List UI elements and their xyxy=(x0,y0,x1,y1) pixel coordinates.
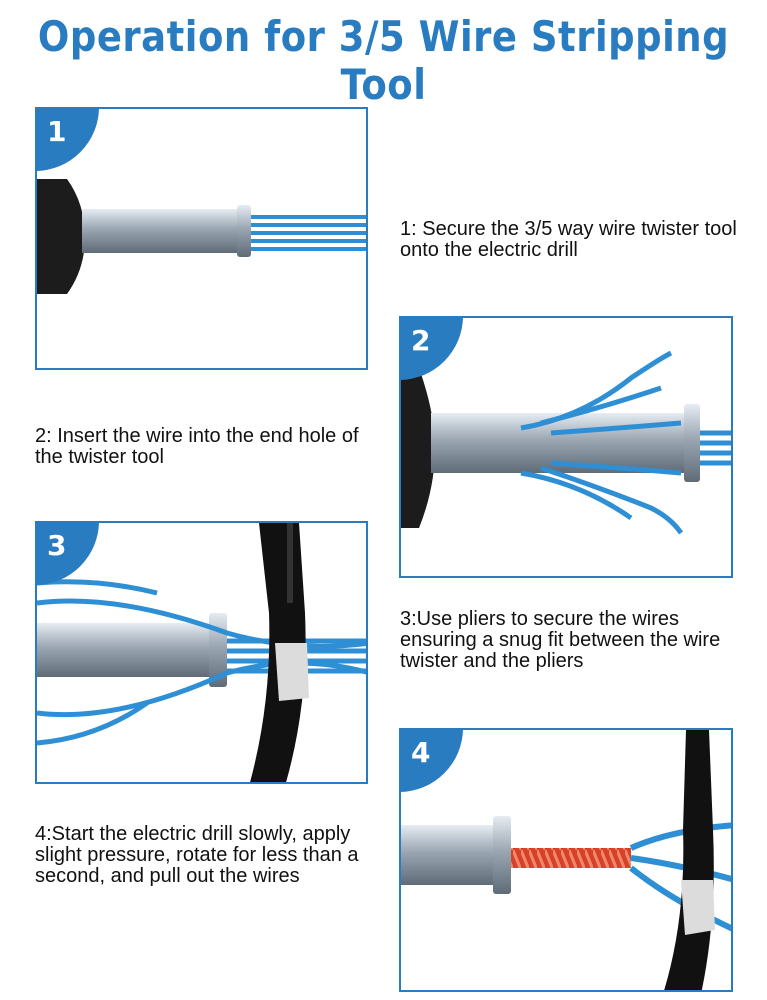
stripped-twisted-wire xyxy=(511,848,631,868)
pliers-icon xyxy=(664,730,715,990)
step-4-text: 4:Start the electric drill slowly, apply… xyxy=(35,823,359,887)
step-4-panel: 4 xyxy=(399,728,733,992)
step-3-panel: 3 xyxy=(35,521,368,784)
drill-chuck-icon xyxy=(37,179,85,294)
pliers-secure-illustration xyxy=(37,523,366,782)
insert-wire-illustration xyxy=(401,350,731,535)
wire-twister-icon xyxy=(82,209,242,253)
drill-twister-illustration xyxy=(37,179,366,294)
step-3-text: 3:Use pliers to secure the wires ensurin… xyxy=(400,608,721,672)
strip-wire-illustration xyxy=(401,730,731,990)
step-2-text: 2: Insert the wire into the end hole of … xyxy=(35,425,359,468)
pliers-icon xyxy=(250,523,309,782)
wire-twister-icon xyxy=(401,825,501,885)
step-1-text: 1: Secure the 3/5 way wire twister tool … xyxy=(400,218,737,261)
wire-twister-icon xyxy=(37,623,217,677)
step-1-panel: 1 xyxy=(35,107,368,370)
drill-chuck-icon xyxy=(401,368,435,528)
step-1-badge: 1 xyxy=(37,109,99,171)
step-2-panel: 2 xyxy=(399,316,733,578)
page-title: Operation for 3/5 Wire Stripping Tool xyxy=(37,12,730,110)
